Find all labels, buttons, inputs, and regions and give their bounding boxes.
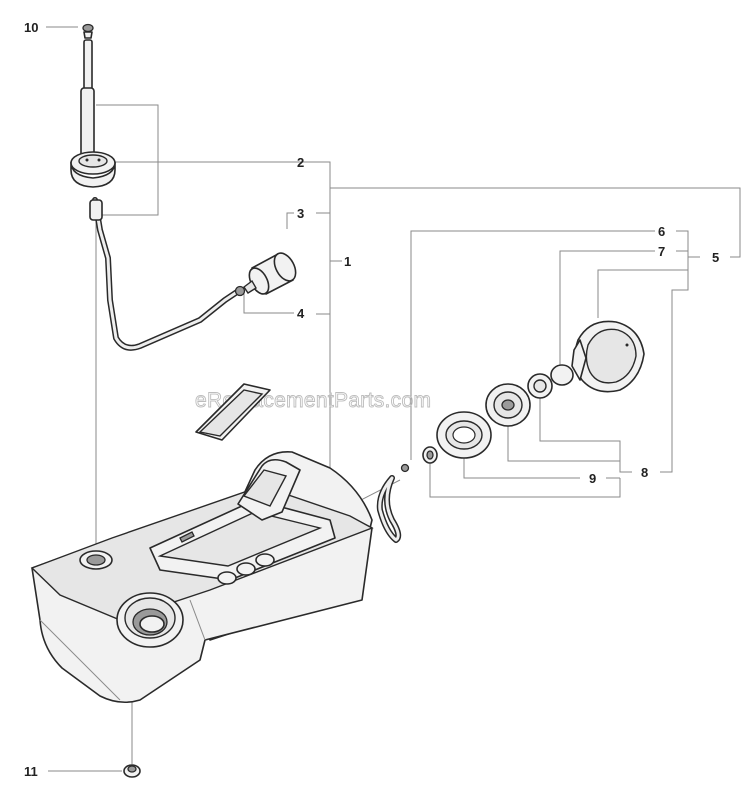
pickup-tube-stem bbox=[80, 39, 95, 161]
callout-labels: 10 2 3 1 4 6 7 5 8 9 11 bbox=[24, 20, 719, 779]
callout-9: 9 bbox=[589, 471, 596, 486]
part-1-fuel-tank bbox=[30, 451, 374, 704]
part-9-small-valve bbox=[422, 446, 438, 464]
callout-2: 2 bbox=[297, 155, 304, 170]
callout-3: 3 bbox=[297, 206, 304, 221]
breather-line bbox=[376, 463, 410, 543]
callout-11: 11 bbox=[24, 764, 38, 779]
callout-1: 1 bbox=[344, 254, 351, 269]
part-7-washer bbox=[550, 364, 574, 386]
part-3-fuel-filter bbox=[243, 252, 297, 295]
part-8-o-ring bbox=[527, 373, 553, 399]
part-4-fuel-hose bbox=[89, 197, 246, 351]
part-9-gasket-ring bbox=[436, 411, 492, 459]
part-11-plug bbox=[123, 764, 141, 778]
callout-5: 5 bbox=[712, 250, 719, 265]
tank-top-insert bbox=[195, 383, 271, 441]
callout-4: 4 bbox=[297, 306, 305, 321]
part-2-grommet bbox=[70, 151, 116, 188]
callout-6: 6 bbox=[658, 224, 665, 239]
callout-8: 8 bbox=[641, 465, 648, 480]
part-10-clip bbox=[82, 23, 94, 39]
callout-10: 10 bbox=[24, 20, 38, 35]
part-5-fuel-cap bbox=[571, 320, 645, 393]
callout-7: 7 bbox=[658, 244, 665, 259]
part-8-cap-insert bbox=[485, 383, 531, 427]
